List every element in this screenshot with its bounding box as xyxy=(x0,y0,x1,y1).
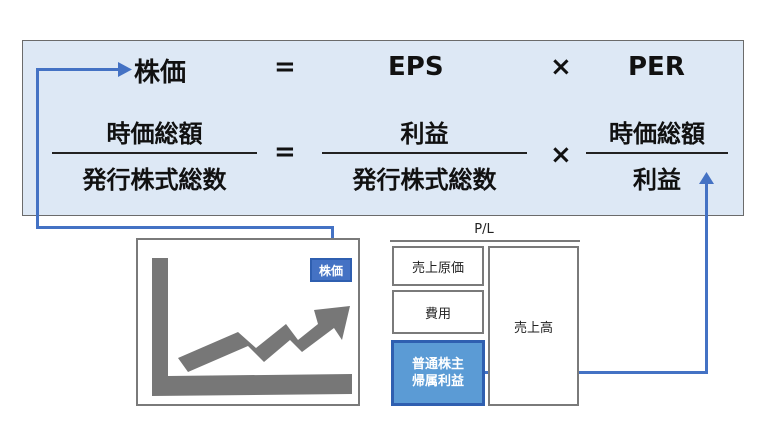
pl-net-income-common: 普通株主 帰属利益 xyxy=(391,340,485,406)
formula-times-1: × xyxy=(550,52,572,82)
pl-title-rule xyxy=(390,240,580,242)
fraction-per-bar xyxy=(586,152,728,154)
fraction-per-numerator: 時価総額 xyxy=(609,120,705,148)
fraction-eps-numerator: 利益 xyxy=(400,120,449,148)
pl-revenue: 売上高 xyxy=(488,246,579,406)
arrow-up-icon xyxy=(699,172,714,184)
formula-lhs-stock-price: 株価 xyxy=(134,58,187,88)
rising-chart-icon xyxy=(152,258,352,396)
net-income-line1: 普通株主 xyxy=(411,357,464,372)
fraction-lhs-numerator: 時価総額 xyxy=(106,120,203,148)
pl-expenses: 費用 xyxy=(392,290,484,334)
formula-equals-2: = xyxy=(274,137,296,167)
connector-right-bottom xyxy=(484,371,708,374)
fraction-lhs-denominator: 発行株式総数 xyxy=(82,166,227,194)
formula-eps: EPS xyxy=(388,52,444,82)
fraction-lhs-bar xyxy=(52,152,257,154)
connector-left-top xyxy=(36,68,122,71)
formula-panel xyxy=(22,40,744,216)
formula-equals-1: = xyxy=(274,52,296,82)
connector-right-vertical xyxy=(705,180,708,374)
arrow-right-icon xyxy=(118,62,132,77)
fraction-per-denominator: 利益 xyxy=(633,166,681,194)
formula-per: PER xyxy=(628,52,685,82)
fraction-eps-bar xyxy=(322,152,527,154)
connector-left-bottom xyxy=(36,226,334,229)
formula-times-2: × xyxy=(550,140,572,170)
stock-price-label: 株価 xyxy=(310,258,352,282)
net-income-line2: 帰属利益 xyxy=(411,374,464,389)
connector-left-vertical xyxy=(36,68,39,228)
pl-cost-of-sales: 売上原価 xyxy=(392,246,484,286)
pl-title: P/L xyxy=(474,222,494,237)
fraction-eps-denominator: 発行株式総数 xyxy=(352,166,497,194)
